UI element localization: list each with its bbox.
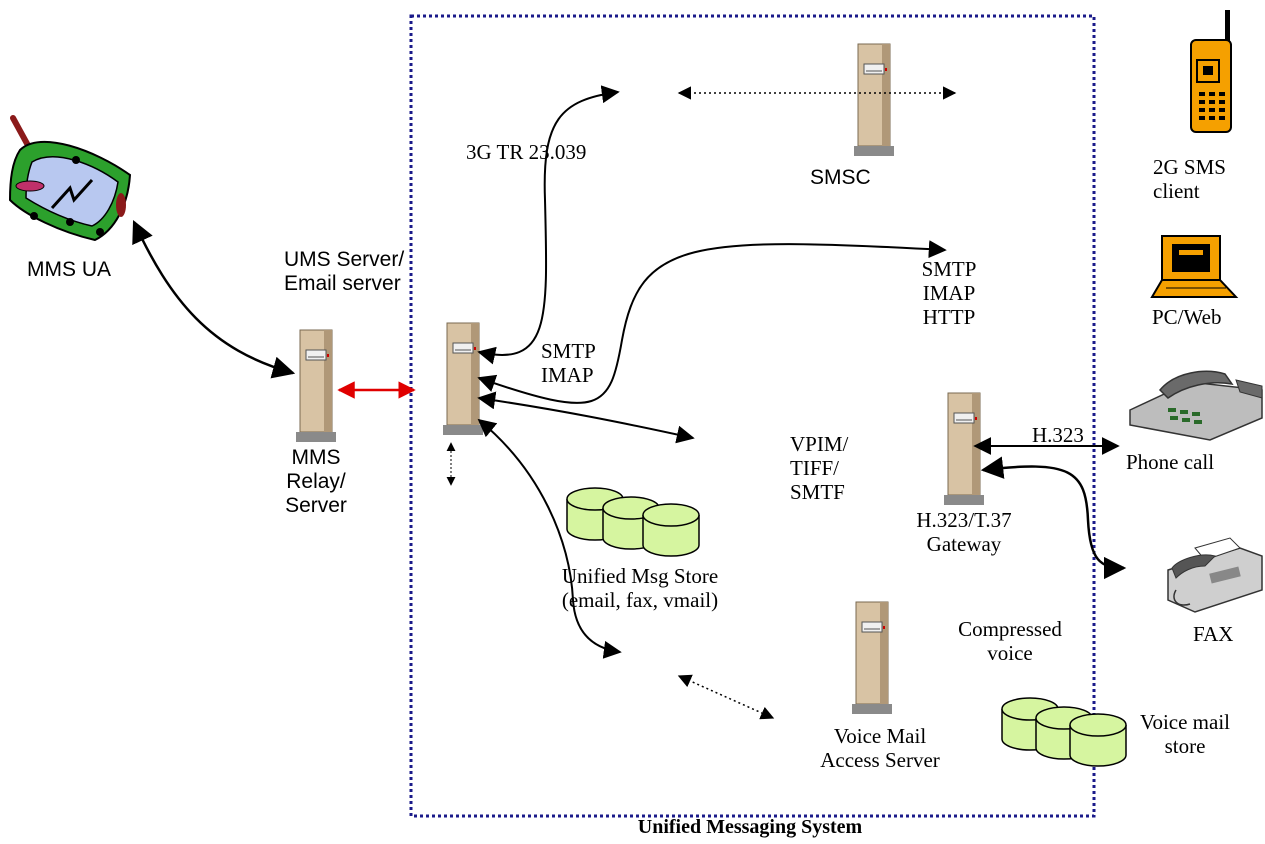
smtp-imap-http-label: SMTP IMAP HTTP — [921, 257, 977, 330]
gateway-label: H.323/T.37 Gateway — [916, 508, 1012, 557]
sms-client-label: 2G SMS client — [1153, 155, 1226, 204]
laptop-icon — [1150, 235, 1239, 298]
ums-boundary — [409, 14, 1096, 818]
link-ums-gateway — [477, 391, 695, 444]
vpim-label: VPIM/ TIFF/ SMTF — [790, 432, 849, 505]
fax-machine-icon — [1167, 537, 1263, 613]
fax-label: FAX — [1193, 622, 1234, 646]
msg-store-label: Unified Msg Store (email, fax, vmail) — [561, 564, 719, 613]
database-cylinder-icon — [1001, 697, 1127, 767]
telephone-icon — [1129, 370, 1263, 441]
mms-ua-label: MMS UA — [27, 258, 111, 281]
pc-web-label: PC/Web — [1152, 305, 1222, 329]
link-vmstore — [677, 674, 775, 720]
ums-server-label: UMS Server/ Email server — [284, 248, 405, 296]
h323-label: H.323 — [1032, 423, 1084, 447]
system-title: Unified Messaging System — [637, 816, 863, 838]
smtp-imap-label: SMTP IMAP — [541, 339, 596, 388]
compressed-voice-label: Compressed voice — [958, 617, 1062, 666]
smsc-label: SMSC — [810, 166, 871, 189]
link-ums-smsc — [477, 85, 620, 365]
link-ums-vmserver — [477, 418, 622, 659]
mobile-phone-icon — [1190, 10, 1232, 133]
gateway-server-icon — [943, 392, 985, 506]
mms-relay-server-icon — [295, 329, 337, 443]
mms-relay-label: MMS Relay/ Server — [285, 446, 347, 518]
tr-23039-label: 3G TR 23.039 — [466, 140, 587, 164]
phone-call-label: Phone call — [1126, 450, 1215, 474]
database-cylinder-icon — [566, 487, 700, 557]
link-gateway-fax — [980, 456, 1127, 580]
pda-icon — [8, 115, 132, 242]
vm-store-label: Voice mail store — [1139, 710, 1230, 759]
vm-server-label: Voice Mail Access Server — [820, 724, 940, 773]
link-ua-relay — [132, 219, 296, 379]
smsc-server-icon — [853, 43, 895, 157]
ums-server-icon — [442, 322, 484, 436]
vm-access-server-icon — [851, 601, 893, 715]
